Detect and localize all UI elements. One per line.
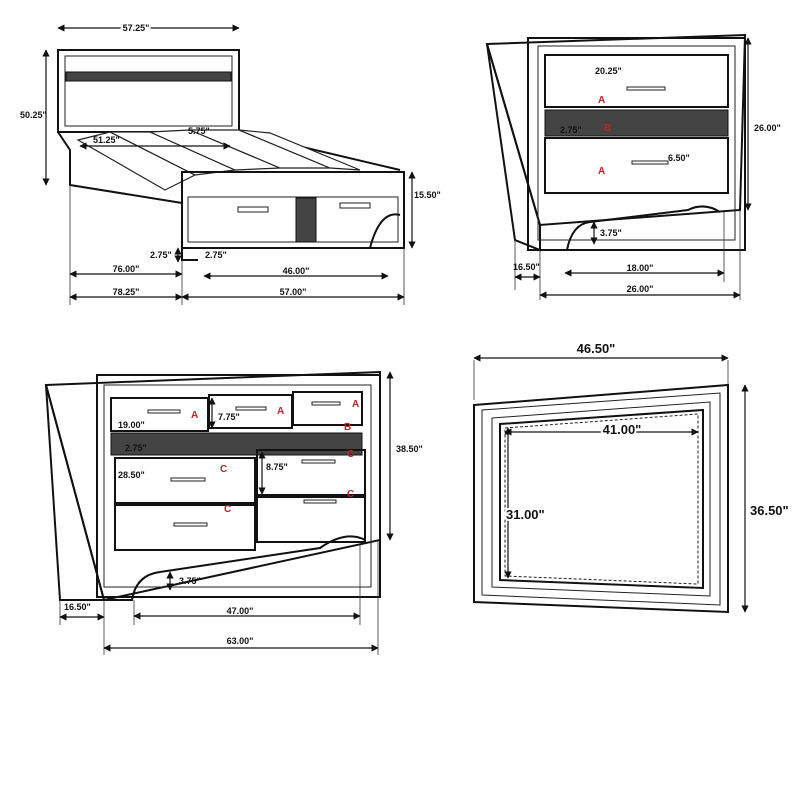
nightstand-letter-b: B <box>604 123 611 134</box>
dresser-large-drawer-height-label: 8.75" <box>266 462 288 472</box>
dresser-top-drawer-height-label: 7.75" <box>218 412 240 422</box>
nightstand-deco-height-label: 2.75" <box>560 125 582 135</box>
bed-dimensions: 57.25" 50.25" 51.25" 5.75" 15.50" 2.75" … <box>20 21 441 305</box>
bed-leg-height-label: 2.75" <box>150 250 172 260</box>
dresser-depth-label: 16.50" <box>64 602 91 612</box>
dresser-overall-height-label: 38.50" <box>396 444 423 454</box>
mirror-glass-height-label: 31.00" <box>506 507 545 522</box>
bed-headboard-depth-label: 5.75" <box>188 126 210 136</box>
dresser-top-drawer-width-label: 19.00" <box>118 420 145 430</box>
dresser-letter-c2: C <box>347 449 354 460</box>
mirror-overall-height-label: 36.50" <box>750 503 789 518</box>
nightstand-overall-width-label: 26.00" <box>627 284 654 294</box>
bed-footboard-height-label: 15.50" <box>414 190 441 200</box>
dresser-letter-c4: C <box>347 489 354 500</box>
dresser-leg-span-label: 47.00" <box>227 606 254 616</box>
dresser-overall-width-label: 63.00" <box>227 636 254 646</box>
nightstand-dimensions: 20.25" A 2.75" B 6.50" A 26.00" 3.75" 16… <box>513 37 781 300</box>
nightstand-drawer-height-label: 6.50" <box>668 153 690 163</box>
nightstand-letter-a2: A <box>598 166 605 177</box>
bed-side-length-label: 76.00" <box>113 264 140 274</box>
dresser-letter-a3: A <box>352 399 359 410</box>
dresser-letter-a2: A <box>277 406 284 417</box>
nightstand-drawer-width-label: 20.25" <box>595 66 622 76</box>
dresser-letter-c3: C <box>224 504 231 515</box>
dresser-letter-b: B <box>344 422 351 433</box>
dresser-drawing <box>44 370 381 602</box>
bed-overall-length-label: 78.25" <box>113 287 140 297</box>
dresser-leg-height-label: 3.75" <box>179 576 201 586</box>
bed-overall-width-label: 57.00" <box>280 287 307 297</box>
nightstand-letter-a1: A <box>598 95 605 106</box>
bed-leg-height-2-label: 2.75" <box>205 250 227 260</box>
nightstand-overall-height-label: 26.00" <box>754 123 781 133</box>
mirror-glass-width-label: 41.00" <box>603 422 642 437</box>
dresser-dimensions: 19.00" A 7.75" A A 2.75" B 28.50" C 8.75… <box>59 371 423 655</box>
nightstand-leg-height-label: 3.75" <box>600 228 622 238</box>
bed-headboard-height-label: 50.25" <box>20 110 47 120</box>
dresser-letter-a1: A <box>191 410 198 421</box>
mirror-dimensions: 46.50" 41.00" 31.00" 36.50" <box>473 341 789 613</box>
dresser-letter-c1: C <box>220 464 227 475</box>
nightstand-leg-span-label: 18.00" <box>627 263 654 273</box>
nightstand-drawing <box>485 33 747 252</box>
mirror-drawing <box>473 360 729 614</box>
bed-headboard-width-label: 57.25" <box>123 23 150 33</box>
dresser-deco-height-label: 2.75" <box>125 443 147 453</box>
bed-drawing <box>57 49 405 261</box>
dresser-large-drawer-width-label: 28.50" <box>118 470 145 480</box>
bed-headboard-inner-label: 51.25" <box>93 135 120 145</box>
mirror-overall-width-label: 46.50" <box>577 341 616 356</box>
nightstand-depth-label: 16.50" <box>513 262 540 272</box>
bed-foot-span-label: 46.00" <box>283 266 310 276</box>
